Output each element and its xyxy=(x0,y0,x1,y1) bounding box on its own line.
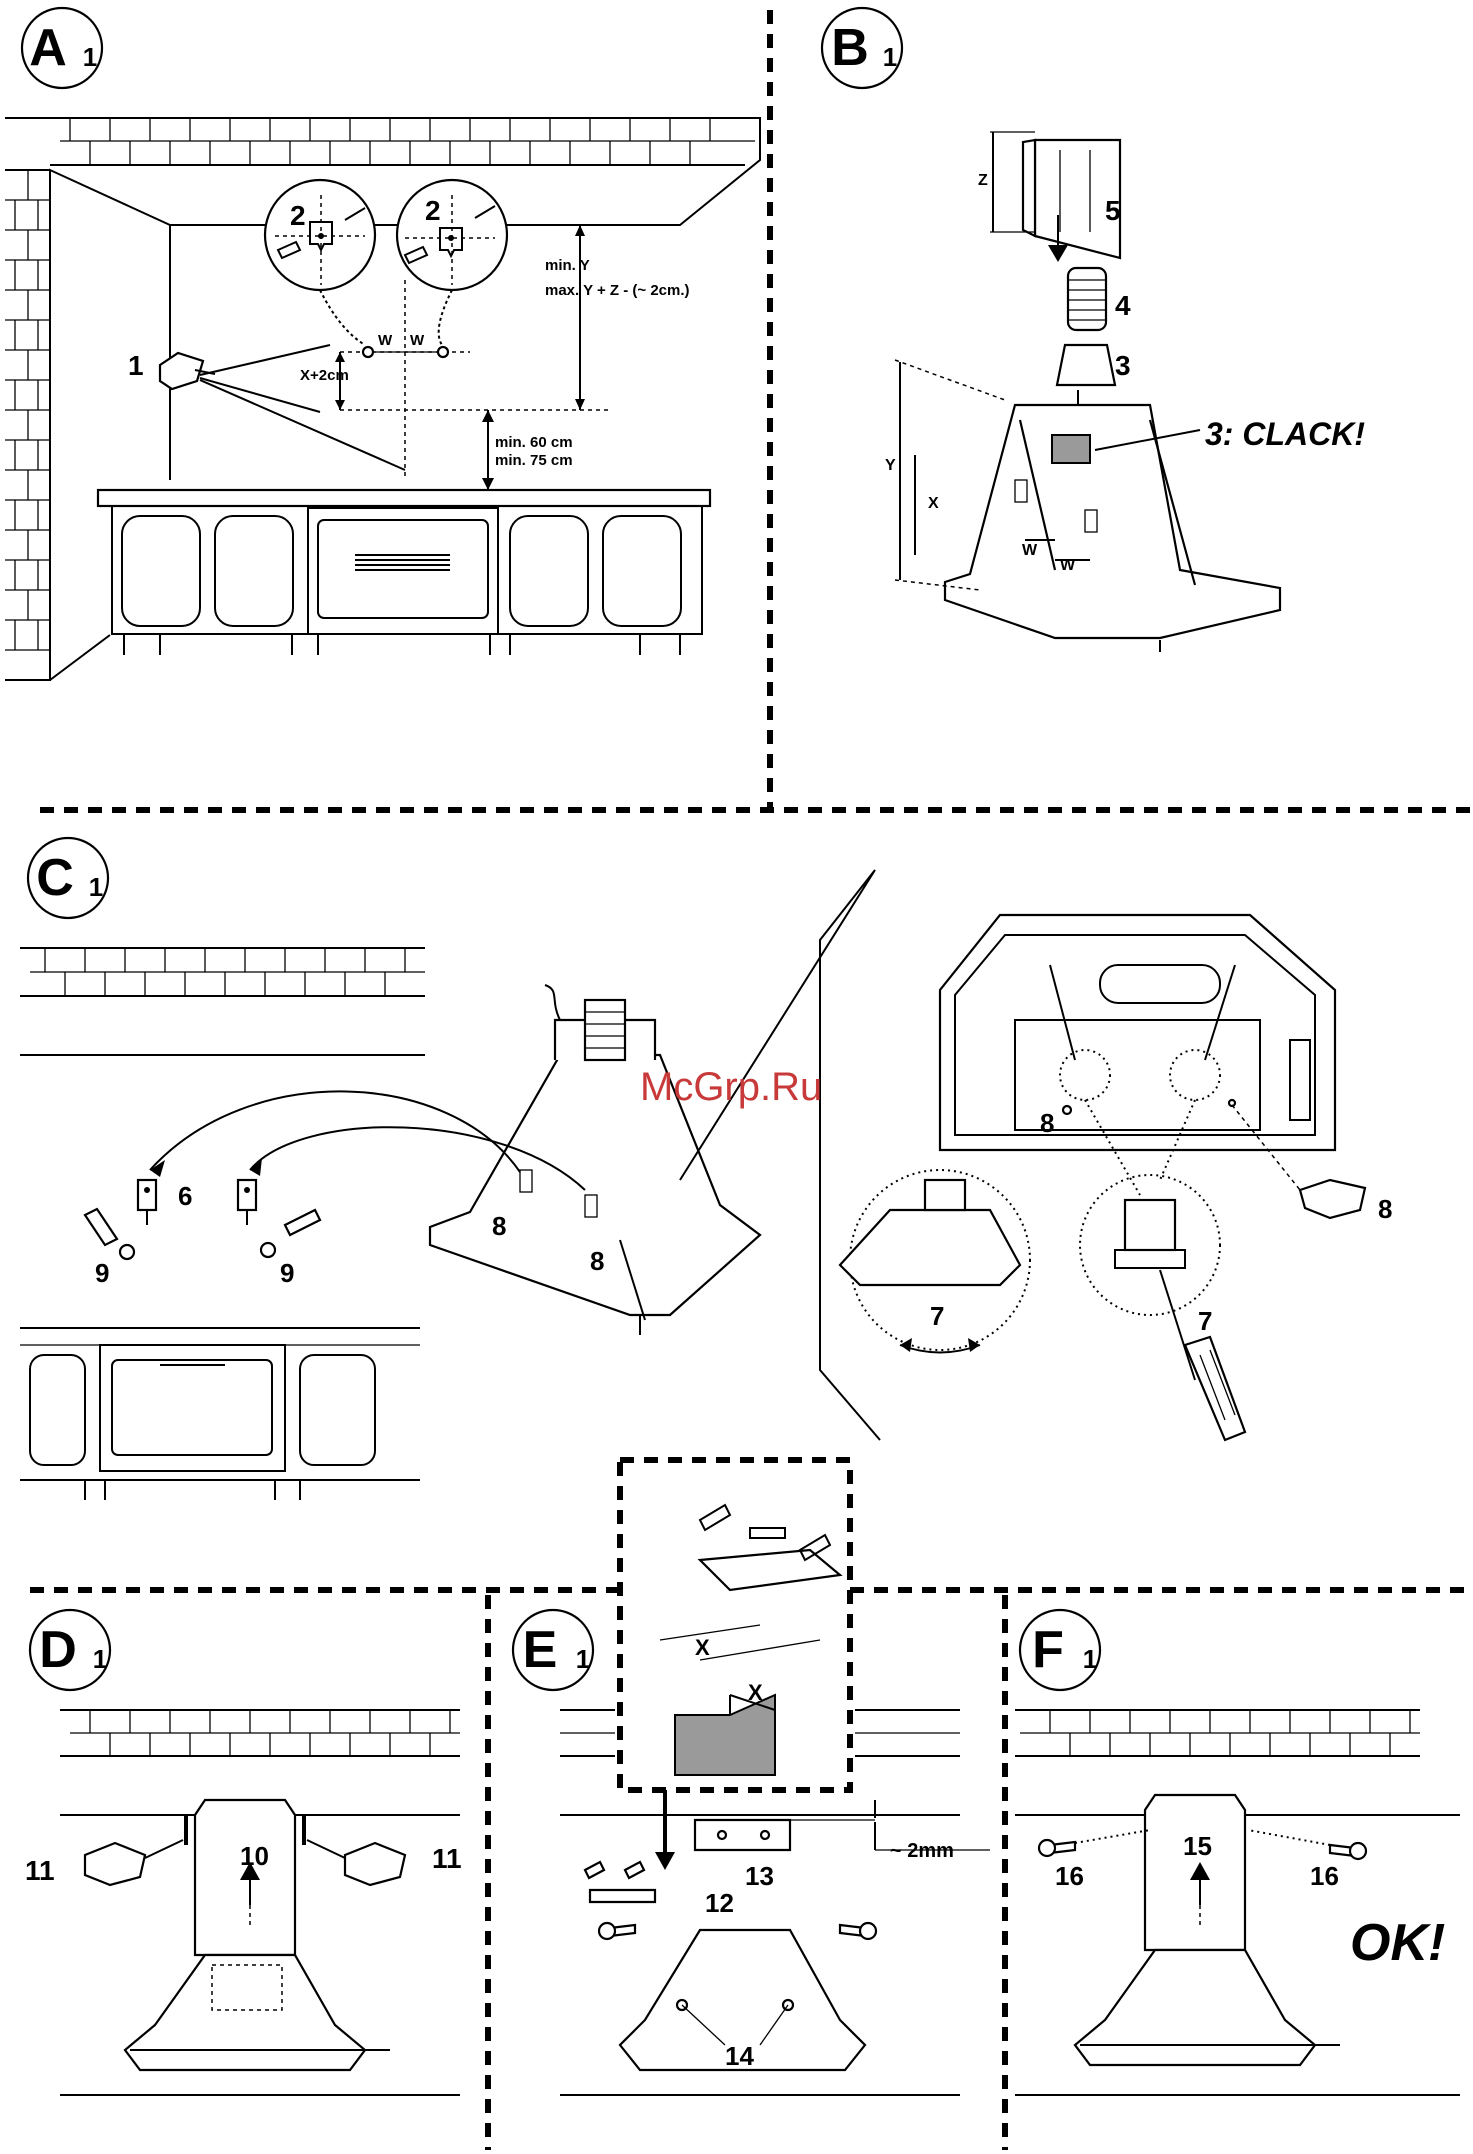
svg-text:7: 7 xyxy=(930,1301,944,1331)
svg-text:~ 2mm: ~ 2mm xyxy=(890,1840,954,1862)
plug-part-12 xyxy=(585,1862,655,1902)
wall-plug-part-9 xyxy=(85,1209,320,1259)
svg-text:Z: Z xyxy=(978,172,988,189)
svg-text:E: E xyxy=(523,1621,558,1679)
svg-text:15: 15 xyxy=(1183,1831,1212,1861)
panel-e-inset: X X xyxy=(620,1460,850,1790)
panel-b: B 1 Z 5 4 3 xyxy=(822,8,1365,652)
adapter-part-3 xyxy=(1057,345,1115,385)
svg-text:D: D xyxy=(39,1621,77,1679)
svg-text:8: 8 xyxy=(1378,1194,1392,1224)
bracket-part-13 xyxy=(695,1820,790,1850)
hood-body-c xyxy=(430,985,760,1335)
panel-e-badge: E 1 xyxy=(513,1610,593,1690)
svg-text:W: W xyxy=(1022,542,1038,559)
svg-text:F: F xyxy=(1032,1621,1064,1679)
panel-c: C 1 xyxy=(20,838,1392,1500)
svg-text:7: 7 xyxy=(1198,1306,1212,1336)
svg-text:Y: Y xyxy=(885,457,896,474)
hand-with-pencil-icon xyxy=(1300,1180,1365,1218)
svg-text:1: 1 xyxy=(93,1644,107,1674)
svg-text:1: 1 xyxy=(1083,1644,1097,1674)
svg-text:1: 1 xyxy=(128,350,144,381)
svg-text:min. Y: min. Y xyxy=(545,257,590,274)
svg-text:16: 16 xyxy=(1310,1861,1339,1891)
svg-text:8: 8 xyxy=(1040,1108,1054,1138)
svg-text:W: W xyxy=(410,332,425,349)
svg-text:min. 75 cm: min. 75 cm xyxy=(495,452,573,469)
svg-text:11: 11 xyxy=(25,1855,55,1886)
svg-text:5: 5 xyxy=(1105,195,1121,226)
svg-text:1: 1 xyxy=(83,42,97,72)
svg-text:X: X xyxy=(928,495,939,512)
panel-a: A 1 xyxy=(5,8,760,680)
svg-text:12: 12 xyxy=(705,1888,734,1918)
svg-text:9: 9 xyxy=(95,1258,109,1288)
bracket-part-6 xyxy=(138,1180,256,1225)
panel-b-badge: B 1 xyxy=(822,8,902,88)
bracket-detail-left: 2 xyxy=(265,180,375,290)
panel-f-badge: F 1 xyxy=(1020,1610,1100,1690)
panel-d-badge: D 1 xyxy=(30,1610,110,1690)
svg-text:16: 16 xyxy=(1055,1861,1084,1891)
bracket-detail-right: 2 xyxy=(397,180,507,290)
svg-text:11: 11 xyxy=(432,1843,462,1874)
svg-text:4: 4 xyxy=(1115,290,1131,321)
svg-text:3: CLACK!: 3: CLACK! xyxy=(1205,416,1365,452)
svg-text:3: 3 xyxy=(1115,350,1131,381)
watermark: McGrp.Ru xyxy=(640,1065,822,1109)
screw-detail xyxy=(1080,1175,1245,1440)
svg-text:1: 1 xyxy=(89,872,103,902)
svg-text:10: 10 xyxy=(240,1841,269,1871)
svg-text:1: 1 xyxy=(576,1644,590,1674)
svg-text:max. Y + Z - (~ 2cm.): max. Y + Z - (~ 2cm.) xyxy=(545,282,690,299)
svg-text:C: C xyxy=(36,849,74,907)
svg-text:B: B xyxy=(831,19,869,77)
svg-text:6: 6 xyxy=(178,1181,192,1211)
panel-f: F 1 15 16 16 OK! xyxy=(1015,1610,1460,2095)
svg-text:1: 1 xyxy=(883,42,897,72)
svg-text:9: 9 xyxy=(280,1258,294,1288)
flex-duct-part-4 xyxy=(1068,268,1106,330)
svg-text:2: 2 xyxy=(290,200,306,231)
panel-d: D 1 10 11 11 xyxy=(25,1610,462,2095)
svg-text:8: 8 xyxy=(492,1211,506,1241)
ok-label: OK! xyxy=(1350,1914,1445,1972)
svg-text:X+2cm: X+2cm xyxy=(300,367,349,384)
panel-a-badge: A 1 xyxy=(22,8,102,88)
svg-text:2: 2 xyxy=(425,195,441,226)
panel-c-badge: C 1 xyxy=(28,838,108,918)
svg-text:min. 60 cm: min. 60 cm xyxy=(495,434,573,451)
svg-text:8: 8 xyxy=(590,1246,604,1276)
svg-text:13: 13 xyxy=(745,1861,774,1891)
svg-text:W: W xyxy=(378,332,393,349)
svg-text:14: 14 xyxy=(725,2041,754,2071)
svg-text:X: X xyxy=(695,1635,710,1660)
svg-text:X: X xyxy=(748,1680,763,1705)
svg-text:A: A xyxy=(29,19,67,77)
svg-text:W: W xyxy=(1060,557,1076,574)
hood-interior-view xyxy=(940,915,1335,1150)
